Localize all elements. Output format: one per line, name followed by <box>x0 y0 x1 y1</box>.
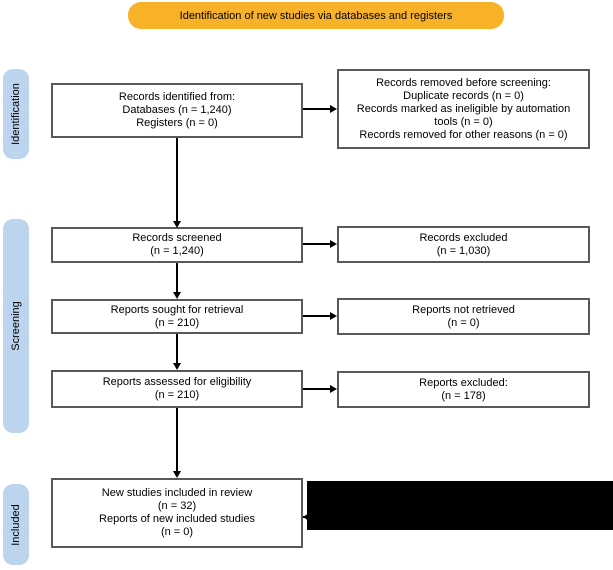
box-line: (n = 210) <box>154 316 200 329</box>
box-reports-assessed-for-eligibility: Reports assessed for eligibility (n = 21… <box>51 370 303 408</box>
box-records-excluded: Records excluded (n = 1,030) <box>337 226 590 263</box>
box-line: Registers (n = 0) <box>136 117 218 129</box>
stage-label-identification-text: Identification <box>10 83 23 145</box>
arrowhead-right-icon <box>330 105 337 113</box>
box-line: Reports sought for retrieval <box>110 303 244 316</box>
box-records-screened: Records screened (n = 1,240) <box>51 227 303 263</box>
box-line: (n = 178) <box>441 389 486 402</box>
box-line: Records marked as ineligible by automati… <box>356 102 571 115</box>
box-line: (n = 210) <box>154 389 200 401</box>
arrowhead-right-icon <box>330 385 337 393</box>
header-label: Identification of new studies via databa… <box>179 9 453 22</box>
arrowhead-down-icon <box>173 471 181 478</box>
redaction-box <box>307 481 613 530</box>
box-line: Databases (n = 1,240) <box>122 104 232 116</box>
arrowhead-right-icon <box>330 312 337 320</box>
box-line: (n = 32) <box>157 500 197 512</box>
stage-label-included-text: Included <box>10 503 22 546</box>
stage-label-identification: Identification <box>3 69 29 159</box>
box-line: Records screened <box>132 232 222 244</box>
box-line: Duplicate records (n = 0) <box>403 89 524 102</box>
box-line: (n = 0) <box>160 526 194 538</box>
box-line: Reports not retrieved <box>412 303 515 316</box>
box-line: Reports excluded: <box>419 376 508 389</box>
stage-label-screening-text: Screening <box>10 301 23 351</box>
box-new-studies-included: New studies included in review (n = 32) … <box>51 478 303 548</box>
arrowhead-down-icon <box>173 221 181 228</box>
arrowhead-down-icon <box>173 363 181 370</box>
box-line: Records excluded <box>419 231 508 244</box>
box-reports-not-retrieved: Reports not retrieved (n = 0) <box>337 298 590 335</box>
box-line: (n = 1,030) <box>436 244 491 257</box>
arrowhead-right-icon <box>330 240 337 248</box>
arrowhead-down-icon <box>173 292 181 299</box>
box-line: Records identified from: <box>118 91 236 103</box>
box-line: (n = 0) <box>447 316 480 329</box>
box-line: Records removed for other reasons (n = 0… <box>359 128 568 141</box>
stage-label-screening: Screening <box>3 219 29 433</box>
box-line: Reports of new included studies <box>99 513 255 525</box>
box-line: Reports assessed for eligibility <box>102 376 252 388</box>
box-reports-sought-for-retrieval: Reports sought for retrieval (n = 210) <box>51 299 303 334</box>
box-line: tools (n = 0) <box>434 115 493 128</box>
box-reports-excluded: Reports excluded: (n = 178) <box>337 371 590 408</box>
box-records-removed-before-screening: Records removed before screening: Duplic… <box>337 69 590 149</box>
header-banner: Identification of new studies via databa… <box>128 2 504 29</box>
box-line: New studies included in review <box>101 487 253 499</box>
box-records-identified: Records identified from: Databases (n = … <box>51 83 303 138</box>
stage-label-included: Included <box>3 484 29 565</box>
arrowhead-left-icon <box>303 513 309 521</box>
box-line: Records removed before screening: <box>376 76 551 89</box>
box-line: (n = 1,240) <box>150 245 204 257</box>
